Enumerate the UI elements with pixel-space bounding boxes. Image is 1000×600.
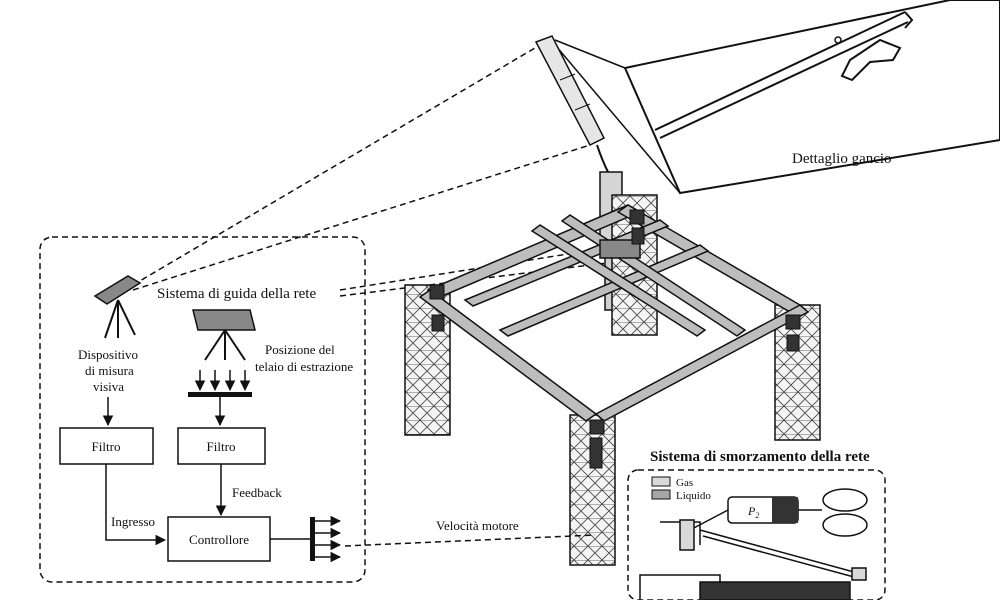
controller-label: Controllore (189, 532, 249, 547)
motor-speed-label: Velocità motore (436, 518, 519, 533)
extraction-frame (418, 204, 810, 422)
visual-device-label-3: visiva (93, 379, 124, 394)
legend-gas-swatch (651, 476, 671, 487)
camera-tripod-icon (188, 309, 256, 397)
sight-lines (132, 44, 626, 297)
feedback-label: Feedback (232, 485, 282, 500)
filter-box-left (59, 427, 154, 465)
frame-position-label-2: telaio di estrazione (255, 359, 353, 374)
control-system-box: Dispositivo di misura visiva Sistema di … (39, 236, 366, 583)
input-label: Ingresso (111, 514, 155, 529)
legend-liquid-swatch (651, 489, 671, 500)
filter-label-left: Filtro (92, 439, 121, 454)
net-guide-label: Sistema di guida della rete (157, 286, 316, 302)
p2-label: P2 (747, 504, 759, 520)
legend-liquid-label: Liquido (676, 490, 711, 502)
winches (429, 209, 801, 469)
legend-gas-label: Gas (676, 477, 693, 489)
damping-system-title: Sistema di smorzamento della rete (650, 449, 870, 465)
damping-system: Sistema di smorzamento della rete Gas Li… (627, 449, 886, 600)
visual-device-label-1: Dispositivo (78, 347, 138, 362)
controller-box (167, 516, 271, 562)
hook-detail-callout: Dettaglio gancio (554, 0, 1000, 195)
camera-tripod-icon (93, 275, 142, 339)
filter-box-right (177, 427, 266, 465)
filter-label-right: Filtro (207, 439, 236, 454)
visual-device-label-2: di misura (85, 363, 134, 378)
frame-position-label-1: Posizione del (265, 342, 335, 357)
hook-detail-label: Dettaglio gancio (792, 151, 892, 167)
hook-icon (654, 11, 914, 139)
